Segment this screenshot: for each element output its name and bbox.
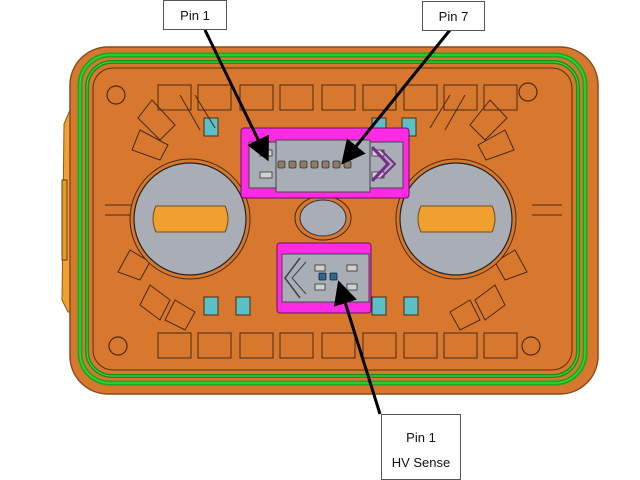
housing-cell (483, 84, 518, 111)
seal-ring (77, 52, 588, 386)
housing-cell (321, 84, 356, 111)
mounting-holes (106, 82, 541, 356)
callout-hv-function-label: HV Sense (391, 455, 451, 470)
upper-pin-4 (310, 160, 319, 169)
callout-pin-7-label: Pin 7 (438, 9, 469, 24)
housing-cell (239, 332, 274, 359)
housing-cell (321, 332, 356, 359)
leader-pin1 (203, 29, 269, 162)
leader-hv-sense (333, 280, 382, 415)
housing-cell (279, 332, 314, 359)
callout-hv-sense: Pin 1 HV Sense (381, 414, 461, 480)
housing-cell (157, 332, 192, 359)
terminal-slot (403, 296, 419, 316)
callout-pin-7: Pin 7 (422, 1, 485, 31)
housing-cell (403, 332, 438, 359)
upper-pin-5 (321, 160, 330, 169)
hv-sense-pin-2 (329, 272, 338, 281)
terminal-slot (203, 296, 219, 316)
housing-cell (197, 84, 232, 111)
mount-hole-tr (518, 82, 538, 102)
terminal-slot (371, 296, 387, 316)
housing-cell (443, 84, 478, 111)
housing-cell (279, 84, 314, 111)
upper-connector (240, 127, 410, 199)
lower-connector (276, 242, 372, 314)
housing-cell (362, 332, 397, 359)
upper-pin-6 (332, 160, 341, 169)
upper-pin-3 (299, 160, 308, 169)
leader-pin7 (341, 29, 452, 165)
mount-hole-bl (108, 336, 128, 356)
callout-pin-1: Pin 1 (163, 0, 227, 30)
housing-cell (157, 84, 192, 111)
callout-pin-1-label: Pin 1 (180, 8, 210, 23)
housing-cell (403, 84, 438, 111)
housing-cell (483, 332, 518, 359)
upper-pin-2 (288, 160, 297, 169)
terminal-slot (203, 117, 219, 137)
right-lug (395, 158, 517, 280)
hv-sense-pin-1 (318, 272, 327, 281)
housing-cell (197, 332, 232, 359)
center-key (294, 195, 352, 241)
mount-hole-br (521, 336, 541, 356)
mount-hole-tl (106, 85, 126, 105)
upper-pin-7 (343, 160, 352, 169)
left-lug (129, 158, 251, 280)
housing-cell (443, 332, 478, 359)
terminal-slot (235, 296, 251, 316)
callout-hv-pin-label: Pin 1 (406, 430, 436, 445)
upper-pin-1 (277, 160, 286, 169)
housing-cell (239, 84, 274, 111)
